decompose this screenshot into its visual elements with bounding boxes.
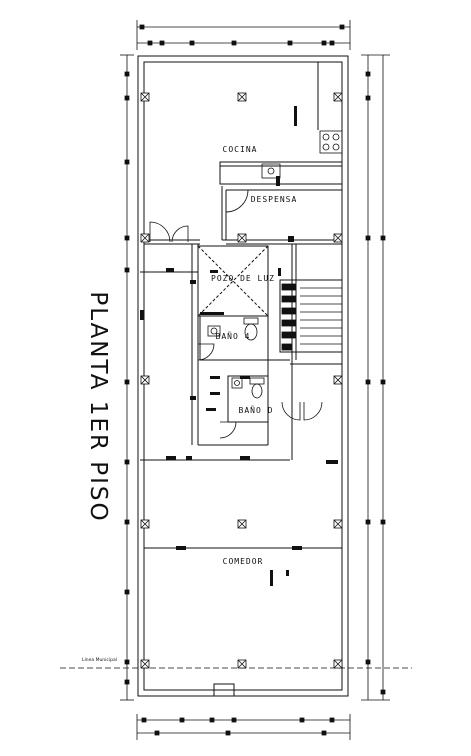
sink-icon bbox=[261, 163, 281, 179]
column bbox=[333, 659, 343, 669]
fixtures bbox=[207, 130, 343, 399]
column bbox=[237, 92, 247, 102]
washbasin-icon bbox=[231, 377, 243, 389]
column bbox=[333, 233, 343, 243]
drawing-title: PLANTA 1ER PISO bbox=[85, 291, 111, 522]
washbasin-icon bbox=[207, 325, 221, 337]
column bbox=[140, 233, 150, 243]
interior-walls bbox=[140, 62, 343, 697]
column bbox=[333, 92, 343, 102]
right-dimension-lines bbox=[361, 54, 390, 701]
bottom-dimension-lines bbox=[136, 714, 351, 740]
municipal-line-label: Línea Municipal bbox=[82, 656, 117, 663]
toilet-icon bbox=[249, 377, 265, 399]
column bbox=[333, 519, 343, 529]
room-label-pantry: DESPENSA bbox=[251, 195, 298, 204]
column bbox=[237, 659, 247, 669]
column bbox=[140, 659, 150, 669]
column bbox=[333, 375, 343, 385]
room-label-bath-main: BAÑO 4 bbox=[216, 331, 251, 341]
stair-treads bbox=[281, 283, 342, 351]
wall-markers bbox=[140, 106, 338, 586]
room-label-bath-service: BAÑO D bbox=[239, 405, 274, 415]
column bbox=[237, 233, 247, 243]
room-label-dining: COMEDOR bbox=[223, 557, 264, 566]
room-label-light-well: POZO DE LUZ bbox=[211, 274, 275, 283]
column bbox=[140, 375, 150, 385]
toilet-icon bbox=[243, 317, 259, 341]
left-dimension-lines bbox=[120, 54, 134, 701]
room-label-kitchen: COCINA bbox=[223, 145, 258, 154]
municipal-line: Línea Municipal bbox=[60, 656, 412, 669]
doors bbox=[149, 189, 323, 439]
top-dimension-lines bbox=[136, 20, 351, 50]
stove-icon bbox=[319, 130, 343, 154]
column bbox=[237, 519, 247, 529]
structural-columns bbox=[140, 92, 343, 669]
column bbox=[140, 92, 150, 102]
column bbox=[140, 519, 150, 529]
